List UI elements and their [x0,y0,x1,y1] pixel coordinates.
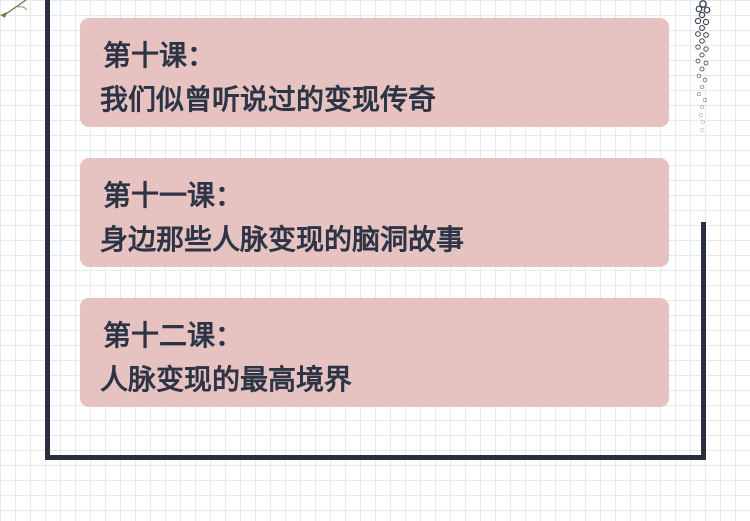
frame-right-line [701,222,706,460]
frame-left-line [45,0,50,460]
lesson-title: 人脉变现的最高境界 [100,363,353,396]
bead-chain-icon [694,0,711,133]
lesson-number: 第十课： [103,39,216,72]
lesson-card[interactable]: 第十一课： 身边那些人脉变现的脑洞故事 [80,158,669,267]
lesson-card[interactable]: 第十二课： 人脉变现的最高境界 [80,298,669,407]
lesson-title: 我们似曾听说过的变现传奇 [100,83,437,116]
leaf-branch-icon [0,0,28,18]
lesson-title: 身边那些人脉变现的脑洞故事 [100,223,465,256]
branch-twig [17,6,28,11]
lesson-card[interactable]: 第十课： 我们似曾听说过的变现传奇 [80,18,669,127]
lesson-number: 第十二课： [103,319,244,352]
branch-stem [2,0,27,17]
lesson-number: 第十一课： [103,179,244,212]
frame-bottom-line [45,455,706,460]
